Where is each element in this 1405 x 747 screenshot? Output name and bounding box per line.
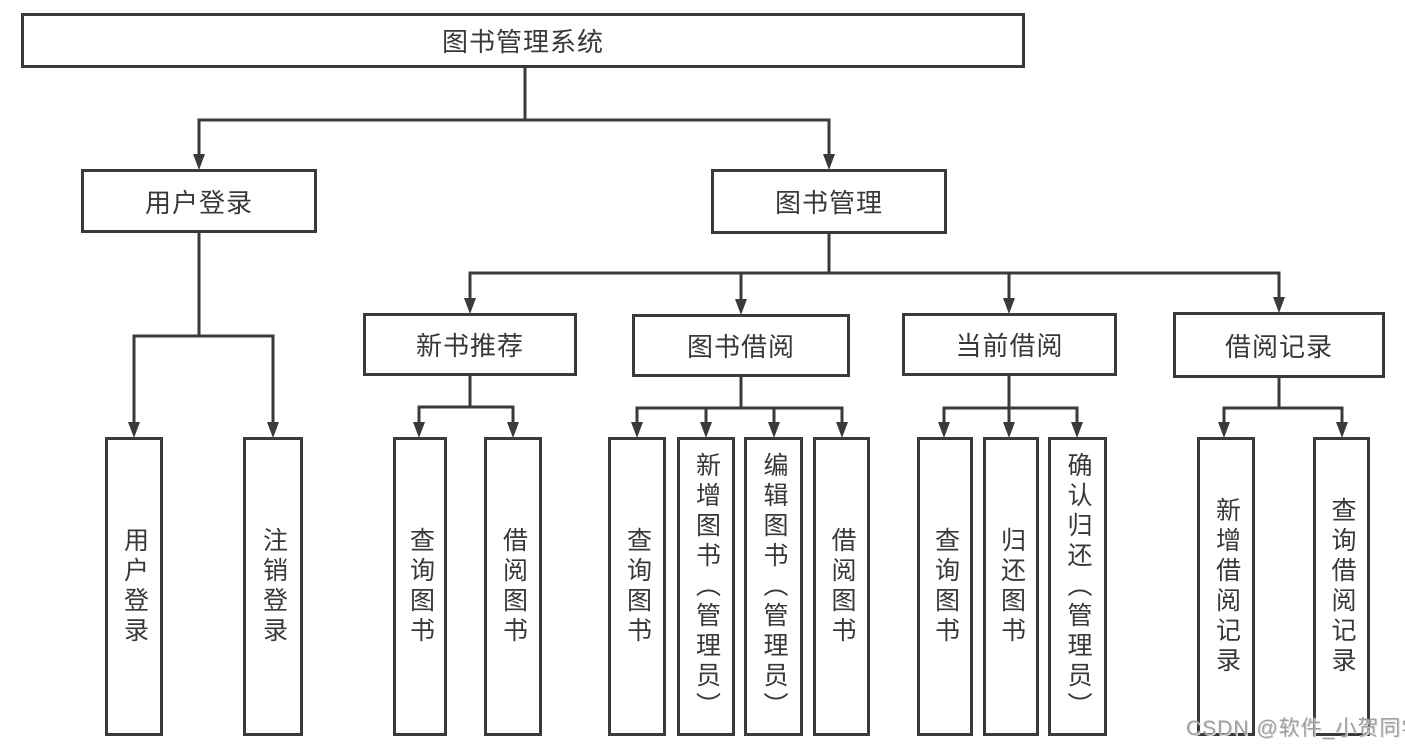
node-label: 借阅图书 <box>499 526 528 647</box>
arrowhead-icon <box>413 422 425 438</box>
node-label: 当前借阅 <box>955 331 1064 361</box>
arrowhead-icon <box>1071 422 1083 438</box>
node-cb-query: 查询图书 <box>917 437 973 736</box>
node-current-borrow: 当前借阅 <box>902 313 1117 376</box>
arrowhead-icon <box>507 422 519 438</box>
arrowhead-icon <box>938 422 950 438</box>
watermark: CSDN @软件_小贺同学 <box>1186 717 1405 740</box>
node-label: 图书管理 <box>774 188 883 218</box>
node-label: 查询借阅记录 <box>1328 496 1356 677</box>
arrowhead-icon <box>1218 422 1230 438</box>
arrowhead-icon <box>836 422 848 438</box>
node-label: 新增图书（管理员） <box>692 451 721 722</box>
arrowhead-icon <box>1003 422 1015 438</box>
arrowhead-icon <box>631 422 643 438</box>
arrowhead-icon <box>128 422 140 438</box>
node-new-book-rec: 新书推荐 <box>363 313 577 376</box>
node-label: 新书推荐 <box>415 331 524 361</box>
node-borrow-record: 借阅记录 <box>1173 312 1385 378</box>
node-rec-borrow: 借阅图书 <box>484 437 542 736</box>
arrowhead-icon <box>823 154 835 170</box>
node-cb-return: 归还图书 <box>983 437 1039 736</box>
node-label: 用户登录 <box>144 187 253 218</box>
node-bb-borrow: 借阅图书 <box>813 437 870 736</box>
node-bb-add: 新增图书（管理员） <box>677 437 735 736</box>
node-login: 用户登录 <box>105 437 163 736</box>
node-book-borrow: 图书借阅 <box>632 314 850 377</box>
arrowhead-icon <box>768 422 780 438</box>
node-label: 查询图书 <box>931 526 960 647</box>
node-label: 图书管理系统 <box>441 27 604 57</box>
node-label: 查询图书 <box>406 526 435 647</box>
node-label: 图书借阅 <box>686 332 795 362</box>
node-bb-edit: 编辑图书（管理员） <box>744 437 803 736</box>
node-label: 查询图书 <box>623 526 652 647</box>
node-label: 归还图书 <box>997 526 1026 647</box>
arrowhead-icon <box>1273 297 1285 313</box>
arrowhead-icon <box>735 299 747 315</box>
node-label: 编辑图书（管理员） <box>760 451 788 722</box>
node-label: 用户登录 <box>120 526 149 647</box>
node-label: 确认归还（管理员） <box>1064 451 1092 722</box>
node-br-query: 查询借阅记录 <box>1313 437 1370 736</box>
node-cb-confirm: 确认归还（管理员） <box>1048 437 1107 736</box>
node-label: 新增借阅记录 <box>1212 496 1241 677</box>
node-root: 图书管理系统 <box>21 13 1025 68</box>
node-book-mgmt: 图书管理 <box>711 169 947 234</box>
arrowhead-icon <box>1003 298 1015 314</box>
arrowhead-icon <box>193 154 205 170</box>
node-label: 借阅图书 <box>828 526 856 647</box>
arrowhead-icon <box>1336 422 1348 438</box>
arrowhead-icon <box>464 298 476 314</box>
node-bb-query: 查询图书 <box>608 437 666 736</box>
node-br-add: 新增借阅记录 <box>1197 437 1255 736</box>
arrowhead-icon <box>700 422 712 438</box>
node-logout: 注销登录 <box>243 437 303 736</box>
arrowhead-icon <box>267 422 279 438</box>
node-rec-query: 查询图书 <box>393 437 447 736</box>
node-label: 注销登录 <box>259 526 288 647</box>
node-user-login: 用户登录 <box>81 169 317 233</box>
node-label: 借阅记录 <box>1224 331 1333 362</box>
